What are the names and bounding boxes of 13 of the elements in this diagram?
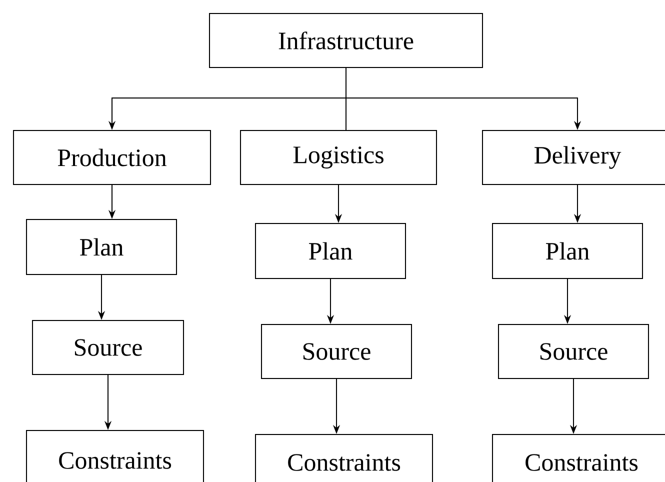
process-box: Source xyxy=(498,324,649,379)
process-box: Infrastructure xyxy=(209,13,483,68)
process-box: Production xyxy=(13,130,211,185)
process-box: Constraints xyxy=(255,434,433,482)
process-box: Logistics xyxy=(240,130,437,185)
process-box: Constraints xyxy=(26,430,204,482)
process-box: Plan xyxy=(492,223,643,279)
process-box: Constraints xyxy=(492,434,665,482)
process-box: Source xyxy=(32,320,184,375)
process-box: Plan xyxy=(26,219,177,275)
process-box: Source xyxy=(261,324,412,379)
process-box: Plan xyxy=(255,223,406,279)
process-box: Delivery xyxy=(482,130,665,185)
